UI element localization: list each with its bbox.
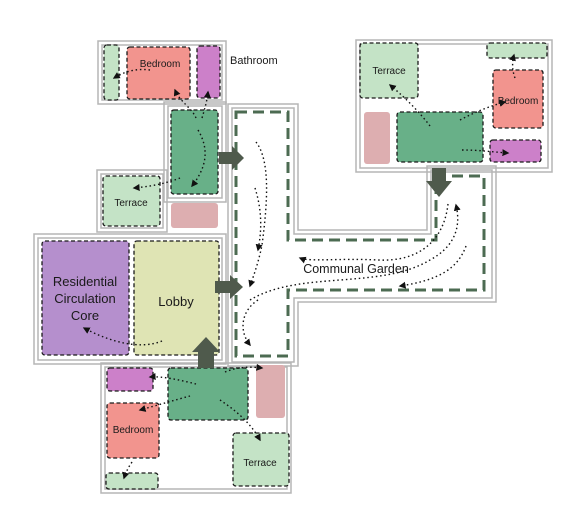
path-garden-east-return <box>398 245 467 289</box>
arrow-top-right-to-garden <box>426 168 452 197</box>
arrow-upper-living-to-garden <box>219 146 244 170</box>
residential-circulation-core <box>41 240 130 356</box>
label-terrace-top-right: Terrace <box>372 66 406 77</box>
wall-bottom-unit <box>100 362 292 494</box>
path-living-to-bathroom-bl <box>148 373 197 385</box>
bathroom-bottom-left <box>106 367 154 392</box>
label-bedroom-top-left: Bedroom <box>140 59 181 70</box>
path-garden-loop-upper <box>248 141 268 288</box>
path-bedroom-to-closet-tr <box>509 53 516 79</box>
direction-arrows <box>192 146 452 368</box>
room-labels: Bathroom Bedroom Terrace Residential Cir… <box>53 55 538 469</box>
path-living-to-bedroom-bl <box>138 395 191 412</box>
label-bedroom-bottom-left: Bedroom <box>113 425 154 436</box>
closet-top-right <box>486 42 548 59</box>
terrace-bottom <box>232 432 290 487</box>
path-garden-to-lower <box>254 187 263 252</box>
building-walls <box>33 39 553 494</box>
living-room-lower <box>167 367 249 421</box>
path-garden-to-east <box>249 203 461 301</box>
bedroom-top-left <box>126 46 191 100</box>
bedroom-top-right <box>492 69 544 129</box>
label-core-line-1: Residential <box>53 274 117 289</box>
terrace-left <box>102 175 161 227</box>
lobby-room <box>133 240 220 356</box>
arrow-lobby-to-garden <box>215 275 243 299</box>
arrow-lower-living-to-lobby <box>192 337 220 368</box>
living-room-upper <box>170 109 219 195</box>
circulation-paths <box>82 53 516 480</box>
closet-bottom <box>105 472 159 490</box>
communal-garden-boundary <box>234 110 486 358</box>
terrace-top-right <box>359 42 419 99</box>
path-garden-loop-lower <box>242 299 259 347</box>
label-lobby: Lobby <box>158 294 194 309</box>
bedroom-bottom-left <box>106 402 160 459</box>
label-core-line-3: Core <box>71 308 99 323</box>
wall-core-block <box>33 233 227 365</box>
storage-upper <box>171 203 218 228</box>
bathroom-top-right <box>489 139 542 163</box>
path-living-to-terrace-tr <box>388 84 431 127</box>
label-communal-garden: Communal Garden <box>303 262 409 276</box>
path-garden-east-loop <box>298 203 449 264</box>
wall-top-left-unit <box>97 40 227 105</box>
label-core-line-2: Circulation <box>54 291 115 306</box>
rooms <box>41 42 548 490</box>
wall-left-terrace <box>96 169 168 233</box>
path-bedroom-to-closet-bl <box>122 461 133 480</box>
closet-room <box>103 44 120 101</box>
living-room-top-right <box>396 111 484 163</box>
path-living-to-bathroom <box>201 90 211 119</box>
label-terrace-left: Terrace <box>114 198 148 209</box>
label-bedroom-top-right: Bedroom <box>498 96 539 107</box>
label-bathroom: Bathroom <box>230 55 278 67</box>
wall-top-right-unit <box>355 39 553 173</box>
storage-top-right <box>364 112 390 164</box>
bathroom-top-left <box>196 45 221 99</box>
path-bedroom-to-closet <box>112 68 151 79</box>
label-terrace-bottom: Terrace <box>243 458 277 469</box>
storage-lower <box>256 365 285 418</box>
path-living-to-terrace-bottom <box>219 399 261 442</box>
